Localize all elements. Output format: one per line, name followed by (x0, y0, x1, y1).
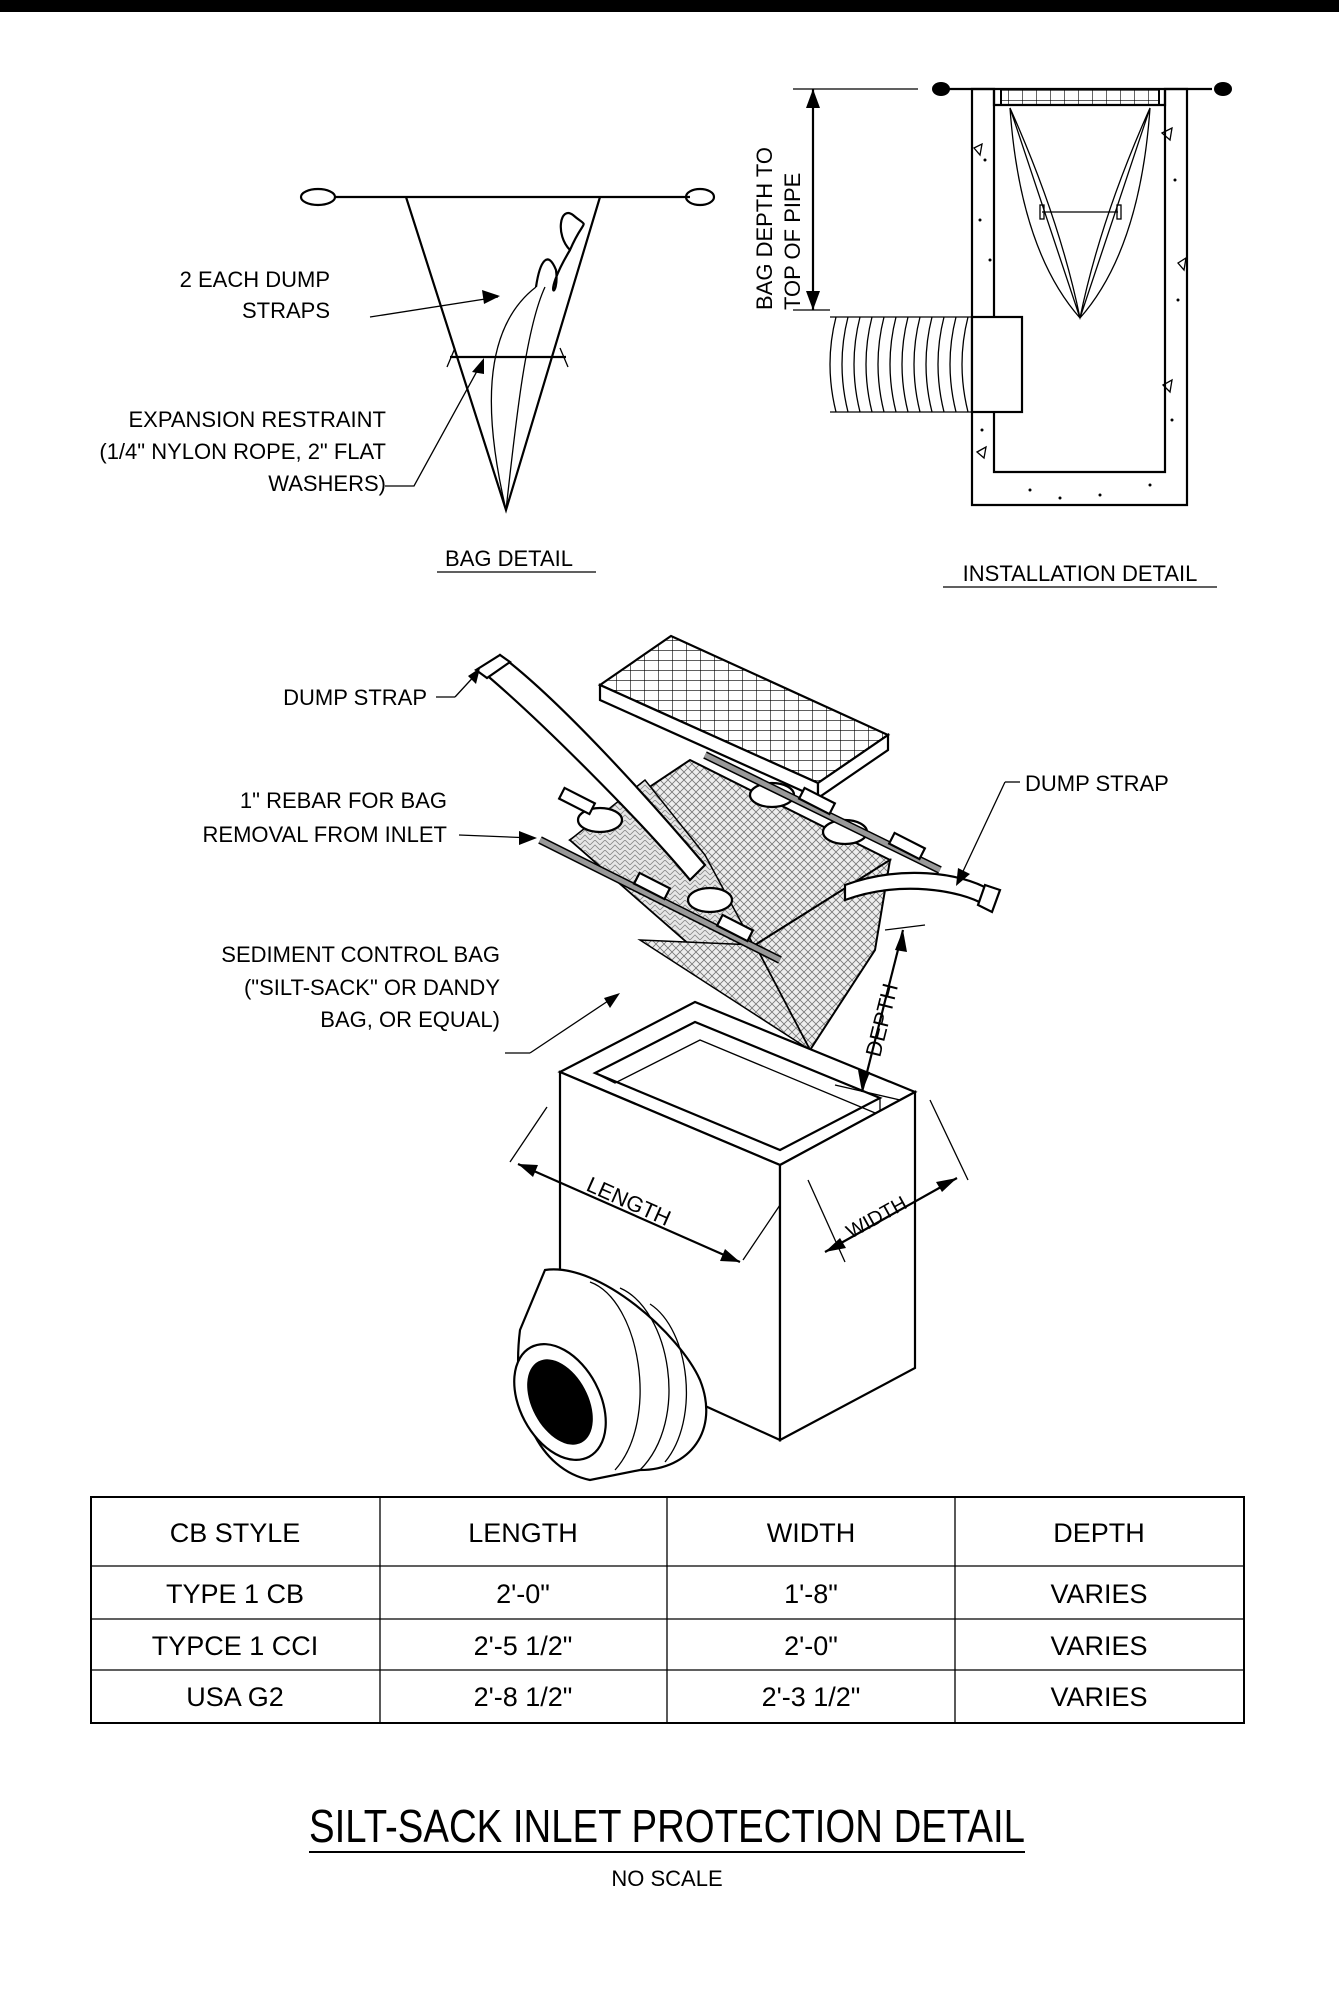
table-cell: VARIES (1050, 1682, 1147, 1712)
table-cell: TYPCE 1 CCI (152, 1631, 319, 1661)
bag-label-2: ("SILT-SACK" OR DANDY (244, 975, 500, 1000)
table-cell: VARIES (1050, 1631, 1147, 1661)
catch-basin-side (778, 1090, 917, 1442)
corrugated-pipe (829, 316, 972, 413)
dump-straps-label-2: STRAPS (242, 298, 330, 323)
restraint-label-3: WASHERS) (268, 471, 386, 496)
table-cell: 2'-0" (496, 1579, 550, 1609)
installation-detail-title: INSTALLATION DETAIL (963, 561, 1198, 586)
table-cell: USA G2 (186, 1682, 284, 1712)
inlet-pipe (513, 1268, 708, 1482)
table-cell: 2'-5 1/2" (474, 1631, 573, 1661)
table-cell: TYPE 1 CB (166, 1579, 304, 1609)
table-header-depth: DEPTH (1053, 1518, 1145, 1548)
restraint-label-2: (1/4" NYLON ROPE, 2" FLAT (99, 439, 386, 464)
rebars (538, 751, 942, 964)
drawing-title: SILT-SACK INLET PROTECTION DETAIL (309, 1800, 1025, 1852)
table-cell: 2'-0" (784, 1631, 838, 1661)
bag-label-3: BAG, OR EQUAL) (320, 1007, 500, 1032)
table-cell: 2'-3 1/2" (762, 1682, 861, 1712)
depth-dimension-label: DEPTH (861, 981, 903, 1059)
rebar-label-2: REMOVAL FROM INLET (203, 822, 447, 847)
bag-label-1: SEDIMENT CONTROL BAG (221, 942, 500, 967)
table-header-length: LENGTH (468, 1518, 578, 1548)
dump-straps-label-1: 2 EACH DUMP (180, 267, 330, 292)
table-cell: 1'-8" (784, 1579, 838, 1609)
table-cell: VARIES (1050, 1579, 1147, 1609)
scale-note: NO SCALE (611, 1866, 722, 1891)
concrete-specks (978, 158, 1180, 500)
top-border (0, 0, 1339, 12)
dump-strap-left (481, 653, 707, 882)
table-header-cb-style: CB STYLE (170, 1518, 301, 1548)
dimension-table: CB STYLE LENGTH WIDTH DEPTH TYPE 1 CB 2'… (90, 1496, 1245, 1724)
bag-detail-title: BAG DETAIL (445, 546, 573, 571)
table-header-width: WIDTH (767, 1518, 855, 1548)
bag-depth-label-1: BAG DEPTH TO (752, 147, 777, 310)
rebar-label-1: 1" REBAR FOR BAG (240, 788, 447, 813)
bag-detail: 2 EACH DUMP STRAPS EXPANSION RESTRAINT (… (99, 187, 716, 573)
bag-depth-label-2: TOP OF PIPE (780, 173, 805, 310)
dump-strap-right-label: DUMP STRAP (1025, 771, 1169, 796)
restraint-label-1: EXPANSION RESTRAINT (128, 407, 386, 432)
installation-detail: BAG DEPTH TO TOP OF PIPE INSTA (752, 82, 1232, 588)
isometric-view: LENGTH WIDTH DEPTH DUMP STRAP DUMP STRAP… (203, 634, 1169, 1482)
table-cell: 2'-8 1/2" (474, 1682, 573, 1712)
dump-strap-left-label: DUMP STRAP (283, 685, 427, 710)
